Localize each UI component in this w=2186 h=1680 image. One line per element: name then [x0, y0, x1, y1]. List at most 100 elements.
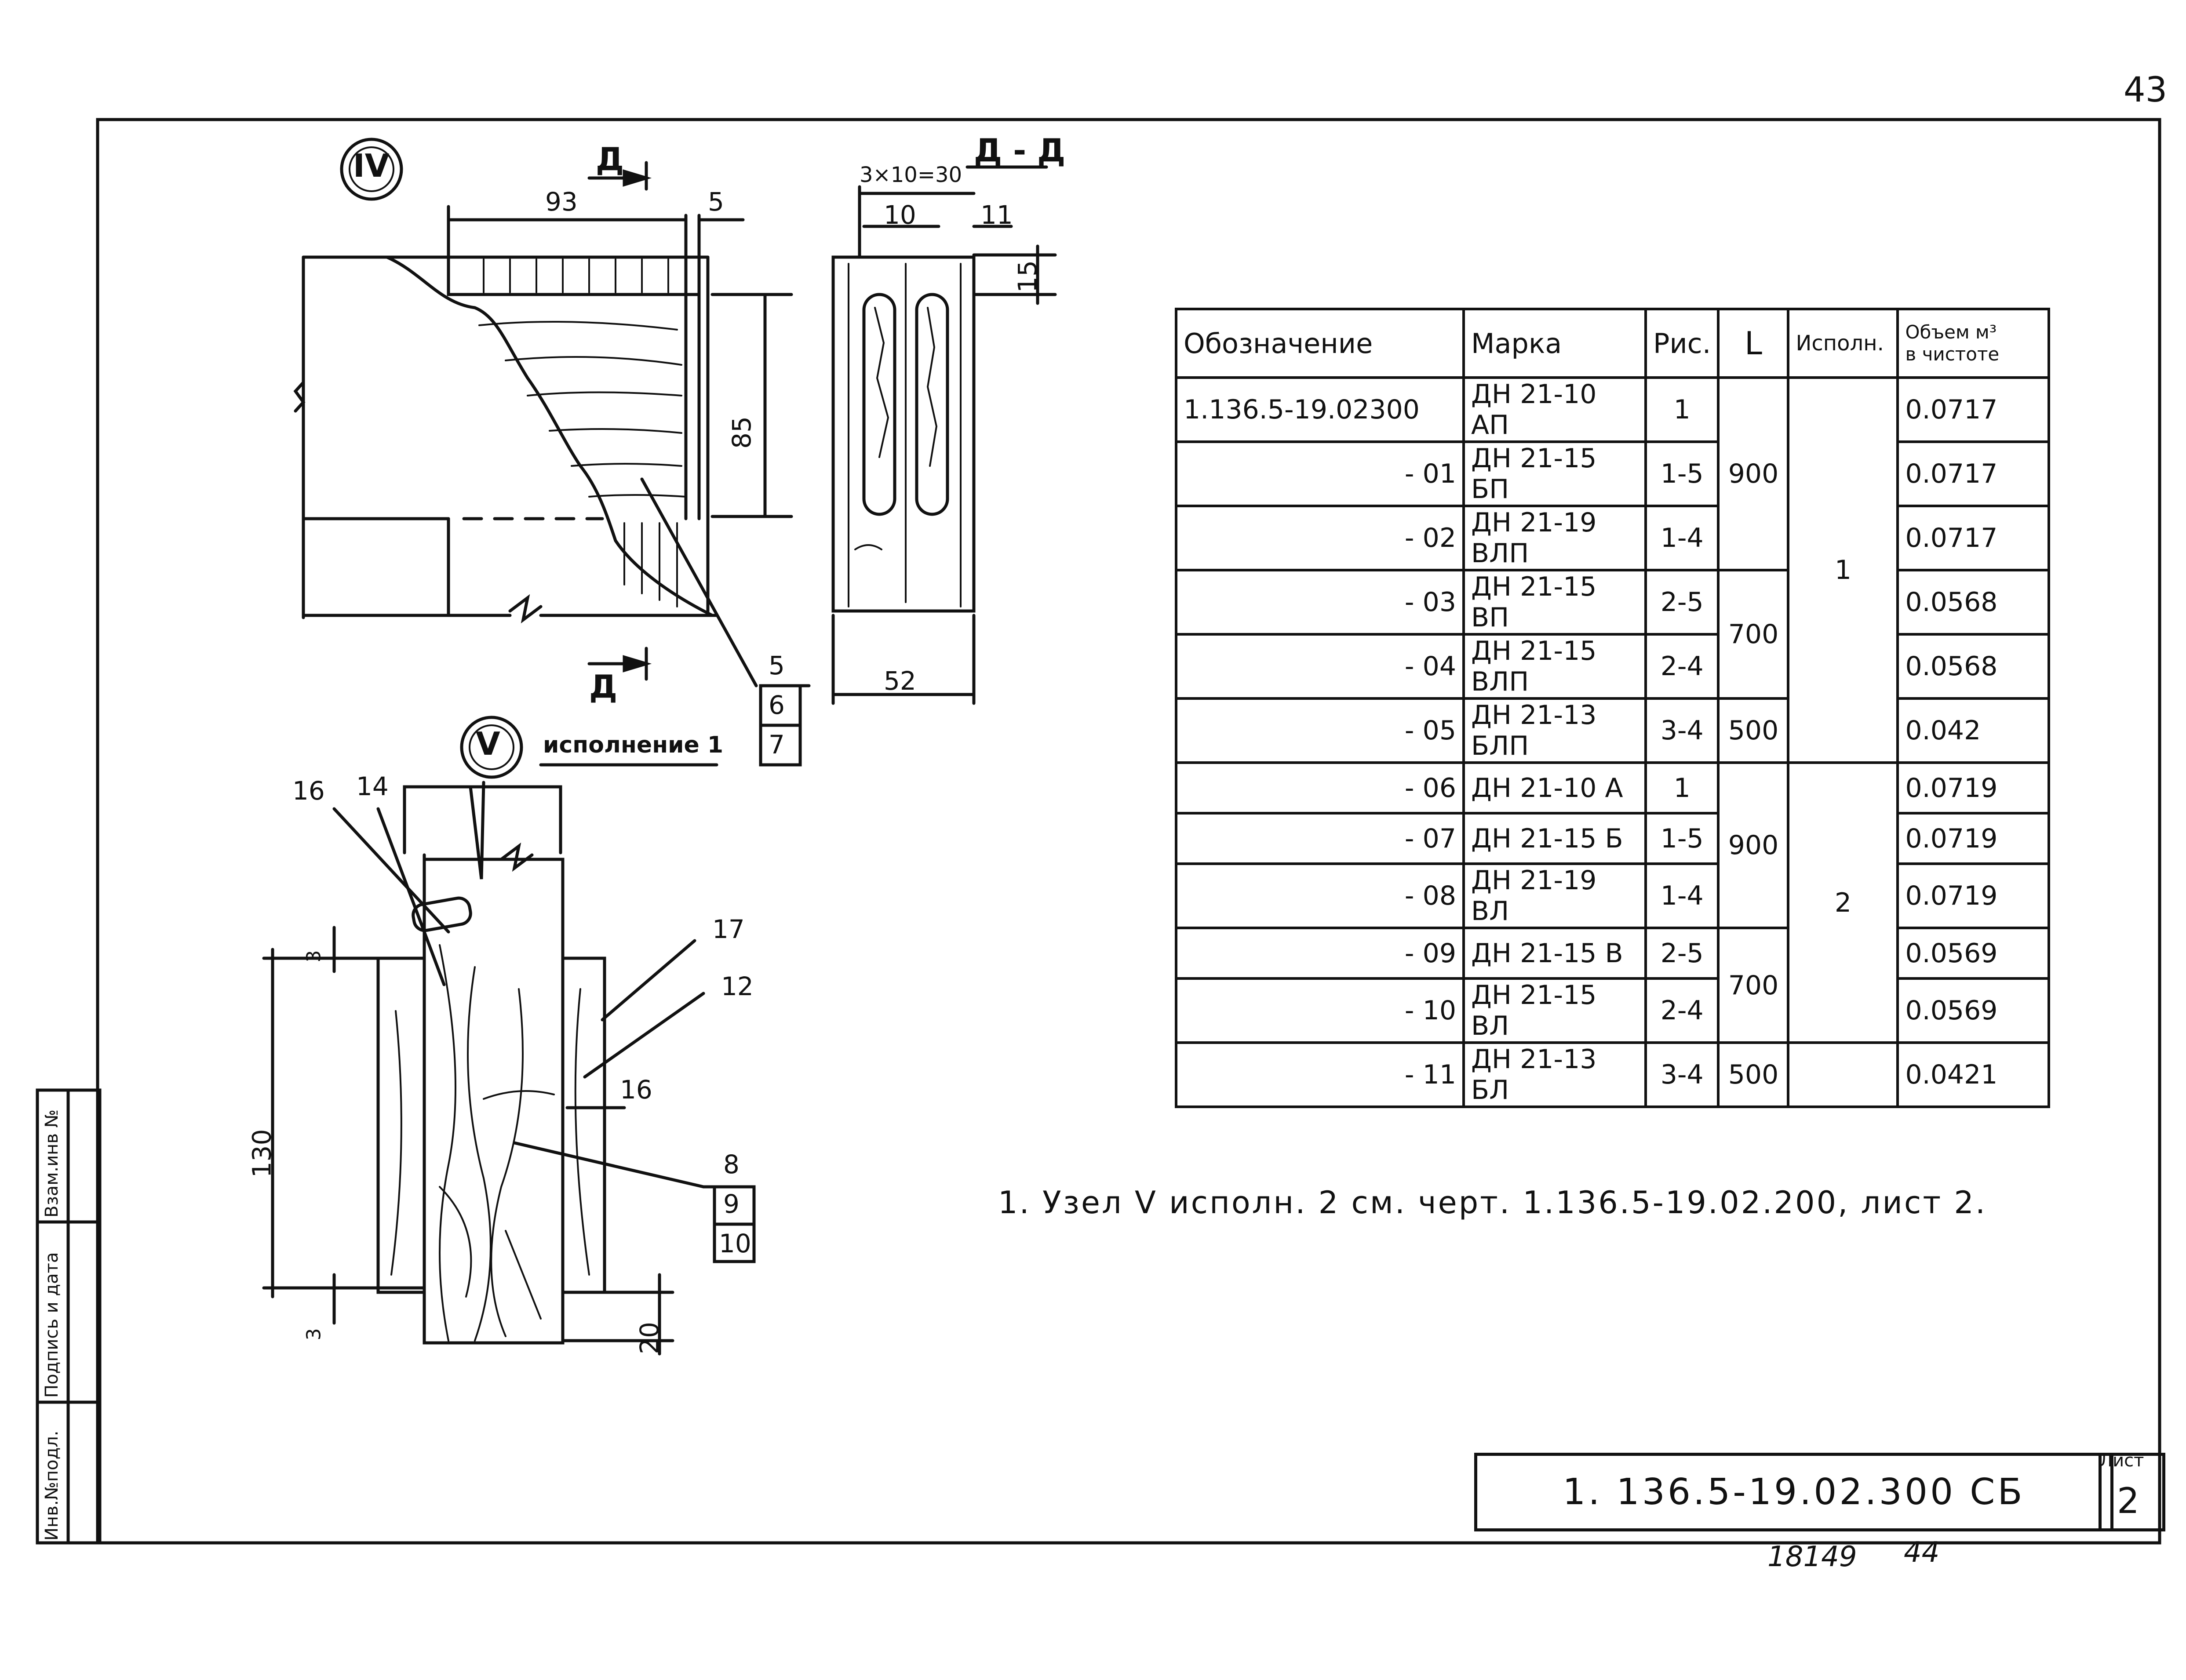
table-row: 1.136.5-19.02300 ДН 21-10 АП 1 900 1 0.0… — [1175, 376, 2051, 764]
view-v-mark: V — [476, 725, 500, 762]
callout-12: 12 — [721, 971, 754, 1001]
cell-volume: 0.0569 — [1896, 927, 2051, 980]
table-row: - 10 ДН 21-15 ВЛ 2-4 0.0569 — [1175, 977, 2051, 1044]
cell-mark: ДН 21-15 ВЛ — [1462, 977, 1647, 1044]
header-designation: Обозначение — [1175, 308, 1465, 379]
callout-5: 5 — [769, 651, 785, 680]
table-row: - 05 ДН 21-13 БЛП 3-4 500 0.042 — [1175, 697, 2051, 764]
cell-mark: ДН 21-15 БП — [1462, 440, 1647, 507]
sheet-frame — [96, 118, 2161, 1545]
cell-fig: 1-4 — [1644, 862, 1720, 929]
cell-mark: ДН 21-15 В — [1462, 927, 1647, 980]
cell-designation: - 02 — [1175, 505, 1465, 571]
cell-volume: 0.0717 — [1896, 505, 2051, 571]
header-volume-line1: Объем м³ — [1905, 321, 1997, 343]
cell-mark: ДН 21-13 БЛП — [1462, 697, 1647, 764]
side-sign-date: Подпись и дата — [42, 1252, 62, 1398]
callout-8: 8 — [723, 1149, 740, 1179]
cell-mark: ДН 21-10 А — [1462, 761, 1647, 815]
cell-fig: 2-5 — [1644, 569, 1720, 636]
header-volume-line2: в чистоте — [1905, 343, 2000, 365]
dim-15: 15 — [1012, 260, 1042, 293]
cell-designation: - 11 — [1175, 1041, 1465, 1108]
title-block-code: 1. 136.5-19.02.300 СБ — [1474, 1453, 2113, 1531]
sheet-box — [2099, 1453, 2165, 1531]
dim-5: 5 — [708, 187, 724, 217]
cell-mark: ДН 21-10 АП — [1462, 376, 1647, 443]
cell-designation: - 07 — [1175, 812, 1465, 865]
table-row: - 11 ДН 21-13 БЛ 3-4 500 0.0421 — [1175, 1041, 2051, 1108]
cell-volume: 0.0569 — [1896, 977, 2051, 1044]
table-row: - 06 ДН 21-10 А 1 900 2 0.0719 — [1175, 761, 2051, 1044]
callout-16-mid: 16 — [620, 1075, 652, 1105]
cell-mark: ДН 21-19 ВЛ — [1462, 862, 1647, 929]
handwritten-num: 44 — [1904, 1536, 1940, 1569]
cell-volume: 0.0568 — [1896, 633, 2051, 700]
dim-93: 93 — [545, 187, 578, 217]
cell-fig: 1-4 — [1644, 505, 1720, 571]
table-row: - 08 ДН 21-19 ВЛ 1-4 0.0719 — [1175, 862, 2051, 929]
table-row: - 07 ДН 21-15 Б 1-5 0.0719 — [1175, 812, 2051, 865]
table-row: - 03 ДН 21-15 ВП 2-5 700 0.0568 — [1175, 569, 2051, 700]
header-volume: Объем м³ в чистоте — [1896, 308, 2051, 379]
view-iv-elevation — [293, 161, 811, 767]
cell-length: 500 — [1717, 1041, 1790, 1108]
cell-length: 900 — [1717, 761, 1790, 929]
header-fig: Рис. — [1644, 308, 1720, 379]
cell-version-empty — [1787, 1041, 1899, 1108]
cell-fig: 2-4 — [1644, 633, 1720, 700]
callout-17: 17 — [712, 914, 745, 944]
header-length: L — [1717, 308, 1790, 379]
cell-volume: 0.0717 — [1896, 440, 2051, 507]
cell-fig: 1 — [1644, 376, 1720, 443]
specification-table: Обозначение Марка Рис. L Исполн. Объем м… — [1175, 308, 2051, 1108]
cell-length: 900 — [1717, 376, 1790, 571]
view-iv-circle — [340, 138, 403, 201]
view-v-circle — [460, 716, 523, 779]
cell-mark: ДН 21-13 БЛ — [1462, 1041, 1647, 1108]
header-version: Исполн. — [1787, 308, 1899, 379]
header-mark: Марка — [1462, 308, 1647, 379]
callout-9: 9 — [723, 1189, 740, 1219]
dim-85: 85 — [726, 416, 757, 449]
section-d-d — [831, 165, 1057, 705]
cell-designation: - 06 — [1175, 761, 1465, 815]
dim-10: 10 — [884, 200, 916, 230]
table-row: - 02 ДН 21-19 ВЛП 1-4 0.0717 — [1175, 505, 2051, 571]
dim-20: 20 — [634, 1322, 664, 1354]
cell-length: 500 — [1717, 697, 1790, 764]
drawing-note: 1. Узел V исполн. 2 см. черт. 1.136.5-19… — [998, 1185, 1987, 1221]
cell-designation: - 04 — [1175, 633, 1465, 700]
cell-volume: 0.0421 — [1896, 1041, 2051, 1108]
view-iv-mark: IV — [353, 147, 390, 184]
cell-volume: 0.0719 — [1896, 862, 2051, 929]
section-mark-bottom: Д — [589, 668, 618, 705]
cell-length: 700 — [1717, 927, 1790, 1044]
callout-6: 6 — [769, 690, 785, 720]
cell-designation: - 05 — [1175, 697, 1465, 764]
view-v-title: исполнение 1 — [543, 732, 724, 758]
cell-volume: 0.0717 — [1896, 376, 2051, 443]
dim-3-top: 3 — [302, 950, 325, 963]
sheet-label: Лист — [2099, 1451, 2144, 1471]
cell-fig: 2-5 — [1644, 927, 1720, 980]
cell-designation: - 09 — [1175, 927, 1465, 980]
side-inv-podl: Инв.№подл. — [42, 1430, 62, 1541]
cell-fig: 2-4 — [1644, 977, 1720, 1044]
dim-11: 11 — [980, 200, 1013, 230]
cell-mark: ДН 21-15 ВП — [1462, 569, 1647, 636]
cell-volume: 0.0719 — [1896, 812, 2051, 865]
table-row: - 04 ДН 21-15 ВЛП 2-4 0.0568 — [1175, 633, 2051, 700]
cell-volume: 0.042 — [1896, 697, 2051, 764]
callout-16-top: 16 — [292, 776, 325, 806]
cell-volume: 0.0719 — [1896, 761, 2051, 815]
cell-version: 2 — [1787, 761, 1899, 1044]
view-v-section — [262, 781, 756, 1356]
cell-fig: 3-4 — [1644, 697, 1720, 764]
page-number: 43 — [2124, 70, 2168, 110]
dim-3x10: 3×10=30 — [860, 163, 962, 187]
side-vzam-inv: Взам.инв № — [42, 1109, 62, 1218]
section-mark-top: Д — [596, 141, 624, 178]
cell-fig: 3-4 — [1644, 1041, 1720, 1108]
